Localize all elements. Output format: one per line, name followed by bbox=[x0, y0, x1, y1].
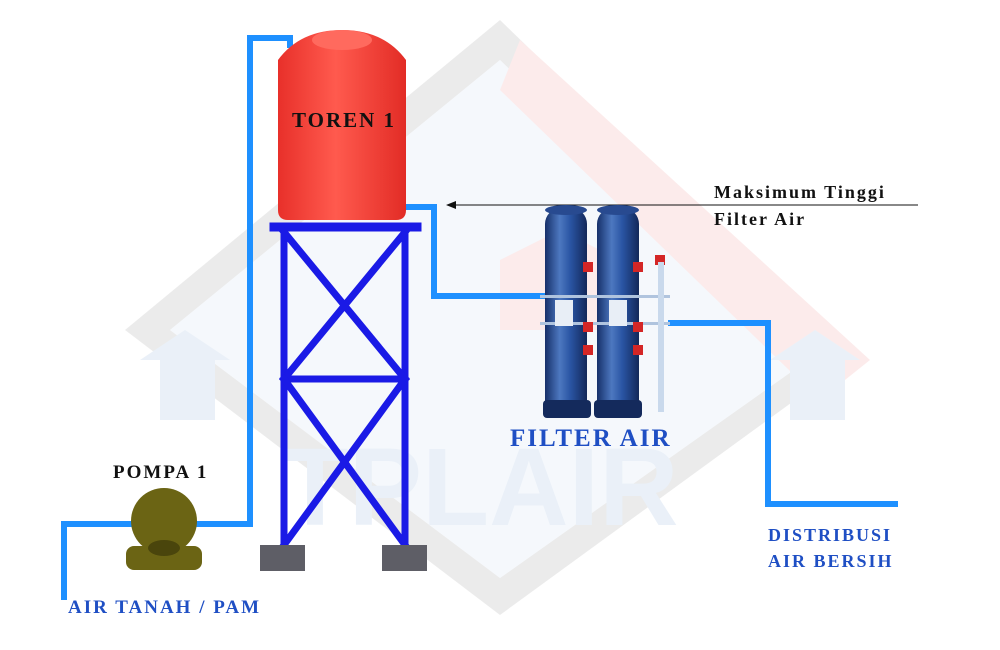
watermark-logo: TPLAIR bbox=[125, 20, 870, 615]
filter-unit bbox=[540, 205, 670, 418]
water-tank bbox=[278, 30, 406, 220]
pipe-source-to-pump bbox=[61, 521, 132, 600]
tower-brace bbox=[279, 374, 410, 550]
max-height-indicator bbox=[446, 201, 918, 209]
pipe-network bbox=[61, 35, 898, 600]
distribution-label-line1: DISTRIBUSI bbox=[768, 525, 893, 545]
tank-label: TOREN 1 bbox=[292, 108, 397, 132]
filter-valves bbox=[583, 255, 665, 355]
max-height-label-line2: Filter Air bbox=[714, 209, 807, 229]
filter-label: FILTER AIR bbox=[510, 425, 672, 452]
pump bbox=[126, 488, 202, 570]
pump-label: POMPA 1 bbox=[113, 462, 209, 483]
distribution-label-line2: AIR BERSIH bbox=[768, 551, 894, 571]
pipe-pump-to-tank bbox=[195, 35, 293, 527]
pipe-tank-to-filter bbox=[404, 204, 545, 299]
max-height-label-line1: Maksimum Tinggi bbox=[714, 182, 886, 202]
tower-foot-left bbox=[260, 545, 305, 571]
tank-tower bbox=[269, 222, 422, 552]
tower-brace bbox=[279, 227, 410, 384]
source-label: AIR TANAH / PAM bbox=[68, 597, 262, 618]
watermark-text: TPLAIR bbox=[281, 426, 678, 549]
tower-foot-right bbox=[382, 545, 427, 571]
pipe-filter-to-distribution bbox=[668, 320, 898, 507]
